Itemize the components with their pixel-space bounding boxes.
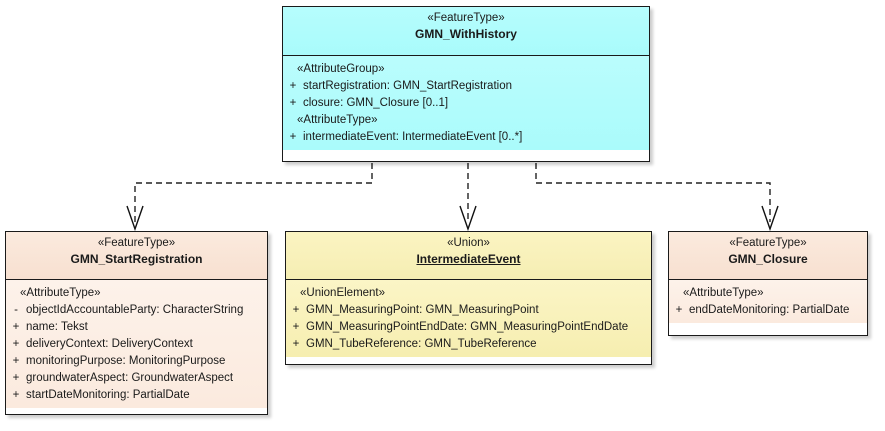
attribute-group-label: «UnionElement»: [300, 287, 386, 299]
class-body-gmn-withhistory: «AttributeGroup» + startRegistration: GM…: [283, 56, 649, 150]
class-box-gmn-withhistory[interactable]: «FeatureType» GMN_WithHistory «Attribute…: [282, 6, 650, 162]
attribute-row[interactable]: + startRegistration: GMN_StartRegistrati…: [283, 78, 649, 95]
visibility-marker: -: [14, 304, 18, 316]
attribute-row[interactable]: + endDateMonitoring: PartialDate: [669, 302, 867, 319]
class-header-gmn-startregistration: «FeatureType» GMN_StartRegistration: [6, 232, 267, 280]
attribute-signature: deliveryContext: DeliveryContext: [26, 338, 193, 350]
class-body-gmn-startregistration: «AttributeType» - objectIdAccountablePar…: [6, 280, 267, 408]
visibility-marker: +: [675, 304, 683, 316]
visibility-marker: +: [289, 80, 297, 92]
visibility-marker: +: [292, 321, 300, 333]
attribute-group-label: «AttributeType»: [20, 287, 101, 299]
attribute-signature: name: Tekst: [26, 321, 88, 333]
attribute-row[interactable]: - objectIdAccountableParty: CharacterStr…: [6, 302, 267, 319]
class-name: GMN_StartRegistration: [70, 252, 203, 266]
attribute-row[interactable]: + intermediateEvent: IntermediateEvent […: [283, 129, 649, 146]
class-stereotype: «FeatureType»: [97, 237, 176, 249]
class-header-intermediateevent: «Union» IntermediateEvent: [286, 232, 651, 280]
visibility-marker: +: [12, 355, 20, 367]
attribute-row[interactable]: + GMN_TubeReference: GMN_TubeReference: [286, 336, 651, 353]
attribute-signature: groundwaterAspect: GroundwaterAspect: [26, 372, 234, 384]
class-header-gmn-withhistory: «FeatureType» GMN_WithHistory: [283, 7, 649, 56]
attribute-row[interactable]: + monitoringPurpose: MonitoringPurpose: [6, 353, 267, 370]
class-body-gmn-closure: «AttributeType» + endDateMonitoring: Par…: [669, 280, 867, 323]
visibility-marker: +: [12, 338, 20, 350]
attribute-signature: monitoringPurpose: MonitoringPurpose: [26, 355, 226, 367]
attribute-signature: startRegistration: GMN_StartRegistration: [303, 80, 512, 92]
class-box-gmn-startregistration[interactable]: «FeatureType» GMN_StartRegistration «Att…: [5, 231, 268, 415]
class-body-intermediateevent: «UnionElement» + GMN_MeasuringPoint: GMN…: [286, 280, 651, 357]
class-header-gmn-closure: «FeatureType» GMN_Closure: [669, 232, 867, 280]
class-name: GMN_Closure: [728, 252, 808, 266]
attribute-signature: endDateMonitoring: PartialDate: [689, 304, 850, 316]
class-stereotype: «Union»: [447, 237, 490, 249]
visibility-marker: +: [289, 131, 297, 143]
visibility-marker: +: [12, 372, 20, 384]
attribute-signature: closure: GMN_Closure [0..1]: [303, 97, 449, 109]
class-name: IntermediateEvent: [416, 252, 521, 266]
visibility-marker: +: [292, 304, 300, 316]
attribute-signature: intermediateEvent: IntermediateEvent [0.…: [303, 131, 523, 143]
attribute-row[interactable]: + startDateMonitoring: PartialDate: [6, 387, 267, 404]
attribute-group-label: «AttributeGroup»: [297, 63, 385, 75]
attribute-row[interactable]: + GMN_MeasuringPoint: GMN_MeasuringPoint: [286, 302, 651, 319]
attribute-signature: GMN_MeasuringPointEndDate: GMN_Measuring…: [306, 321, 629, 333]
class-name: GMN_WithHistory: [415, 27, 517, 41]
visibility-marker: +: [292, 338, 300, 350]
attribute-signature: GMN_TubeReference: GMN_TubeReference: [306, 338, 537, 350]
attribute-group-label: «AttributeType»: [683, 287, 764, 299]
dependency-arrow-intermediateevent: [459, 163, 477, 232]
class-box-gmn-closure[interactable]: «FeatureType» GMN_Closure «AttributeType…: [668, 231, 868, 336]
visibility-marker: +: [12, 321, 20, 333]
attribute-signature: startDateMonitoring: PartialDate: [26, 389, 190, 401]
attribute-row[interactable]: + closure: GMN_Closure [0..1]: [283, 95, 649, 112]
class-stereotype: «FeatureType»: [427, 12, 505, 24]
attribute-group-label: «AttributeType»: [297, 114, 378, 126]
visibility-marker: +: [289, 97, 297, 109]
attribute-row[interactable]: + GMN_MeasuringPointEndDate: GMN_Measuri…: [286, 319, 651, 336]
dependency-arrow-startregistration: [126, 163, 373, 232]
class-stereotype: «FeatureType»: [729, 237, 807, 249]
visibility-marker: +: [12, 389, 20, 401]
attribute-row[interactable]: + groundwaterAspect: GroundwaterAspect: [6, 370, 267, 387]
attribute-row[interactable]: + deliveryContext: DeliveryContext: [6, 336, 267, 353]
attribute-row[interactable]: + name: Tekst: [6, 319, 267, 336]
attribute-signature: GMN_MeasuringPoint: GMN_MeasuringPoint: [306, 304, 539, 316]
dependency-arrow-closure: [535, 163, 779, 232]
class-box-intermediateevent[interactable]: «Union» IntermediateEvent «UnionElement»…: [285, 231, 652, 365]
attribute-signature: objectIdAccountableParty: CharacterStrin…: [26, 304, 244, 316]
